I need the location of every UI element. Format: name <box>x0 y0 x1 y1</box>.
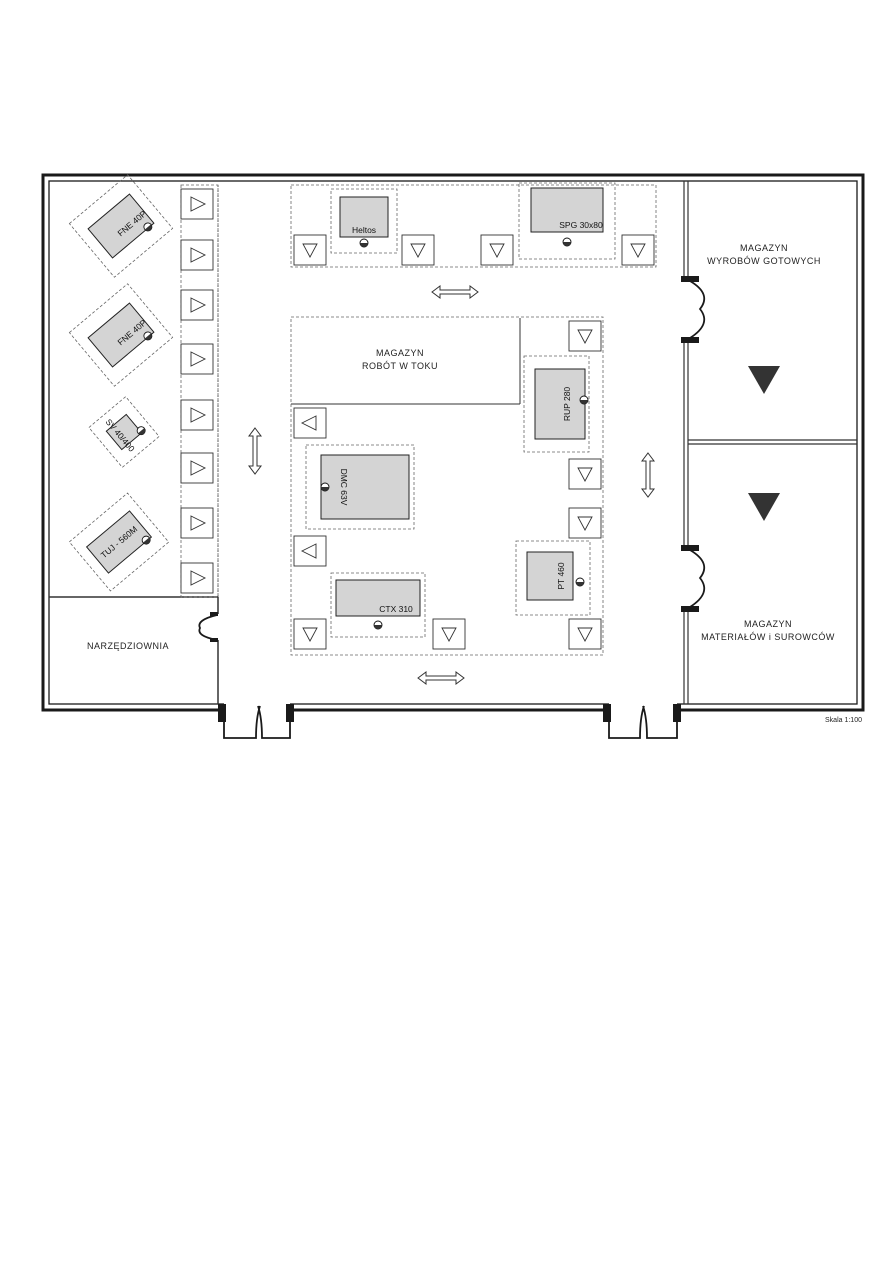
machine-label: CTX 310 <box>379 604 413 614</box>
tool-room-label: NARZĘDZIOWNIA <box>87 641 169 651</box>
machine-label: SPG 30x80 <box>559 220 603 230</box>
stations-group <box>180 188 655 650</box>
operator-circle-icon <box>359 238 369 248</box>
operator-triangle-icon <box>180 399 214 431</box>
operator-triangle-icon <box>621 234 655 266</box>
outer-walls <box>41 173 865 712</box>
flow-arrow-icon <box>248 285 655 685</box>
operator-triangle-icon <box>180 239 214 271</box>
door-jambs <box>210 276 699 722</box>
finished-goods-label-1: MAGAZYN <box>740 243 788 253</box>
machine-body <box>526 551 574 601</box>
raw-materials-label-1: MAGAZYN <box>744 619 792 629</box>
machine-body <box>530 187 604 233</box>
operator-triangle-icon <box>568 507 602 539</box>
wip-store-label-1: MAGAZYN <box>376 348 424 358</box>
operator-circle-icon <box>562 237 572 247</box>
machine-body <box>105 413 143 451</box>
operator-triangle-icon <box>180 562 214 594</box>
operator-triangle-icon <box>568 458 602 490</box>
operator-circle-icon <box>373 620 383 630</box>
machine-ctx310: CTX 310 <box>335 579 421 630</box>
machine-body <box>87 302 155 368</box>
machine-label: RUP 280 <box>562 387 572 422</box>
operator-triangle-icon <box>180 343 214 375</box>
machine-body <box>85 510 153 574</box>
machine-heltos: Heltos <box>339 196 389 248</box>
machine-spg30x80: SPG 30x80 <box>530 187 604 247</box>
wip-store-label-2: ROBÓT W TOKU <box>362 361 438 371</box>
operator-circle-icon <box>143 222 153 232</box>
machine-body <box>339 196 389 238</box>
operator-triangle-icon <box>568 320 602 352</box>
operator-circle-icon <box>143 331 153 341</box>
operator-triangle-icon <box>568 618 602 650</box>
operator-circle-icon <box>575 577 585 587</box>
machine-body <box>335 579 421 617</box>
machine-label: PT 460 <box>556 562 566 590</box>
machine-label: DMC 63V <box>339 469 349 506</box>
operator-circle-icon <box>141 535 151 545</box>
operator-triangle-icon <box>480 234 514 266</box>
scale-label: Skala 1:100 <box>825 717 862 724</box>
work-zones <box>180 182 657 656</box>
finished-goods-label-2: WYROBÓW GOTOWYCH <box>707 256 821 266</box>
machine-label: Heltos <box>352 225 376 235</box>
raw-materials-label-2: MATERIAŁÓW i SUROWCÓW <box>701 632 835 642</box>
machine-dmc63v: DMC 63V <box>320 454 410 520</box>
operator-triangle-icon <box>432 618 466 650</box>
operator-triangle-icon <box>293 535 327 567</box>
machine-body <box>320 454 410 520</box>
operator-triangle-icon <box>180 188 214 220</box>
machine-tuj560m: TUJ - 560M <box>85 510 153 574</box>
entry-door-gap-left <box>224 700 290 714</box>
operator-circle-icon <box>320 482 330 492</box>
operator-triangle-icon <box>401 234 435 266</box>
storage-triangle-icon <box>748 366 780 521</box>
door-swing-icon <box>198 280 706 739</box>
operator-triangle-icon <box>180 289 214 321</box>
machine-body <box>87 193 155 259</box>
operator-triangle-icon <box>180 507 214 539</box>
machine-sv40400: SV 40/400 <box>104 413 146 454</box>
operator-circle-icon <box>579 395 589 405</box>
machine-rup280: RUP 280 <box>534 368 589 440</box>
operator-triangle-icon <box>293 234 327 266</box>
operator-triangle-icon <box>293 618 327 650</box>
operator-triangle-icon <box>180 452 214 484</box>
machine-pt460: PT 460 <box>526 551 585 601</box>
operator-triangle-icon <box>293 407 327 439</box>
machine-fne40p-b: FNE 40P <box>87 302 155 368</box>
operator-circle-icon <box>136 426 146 436</box>
machine-body <box>534 368 586 440</box>
